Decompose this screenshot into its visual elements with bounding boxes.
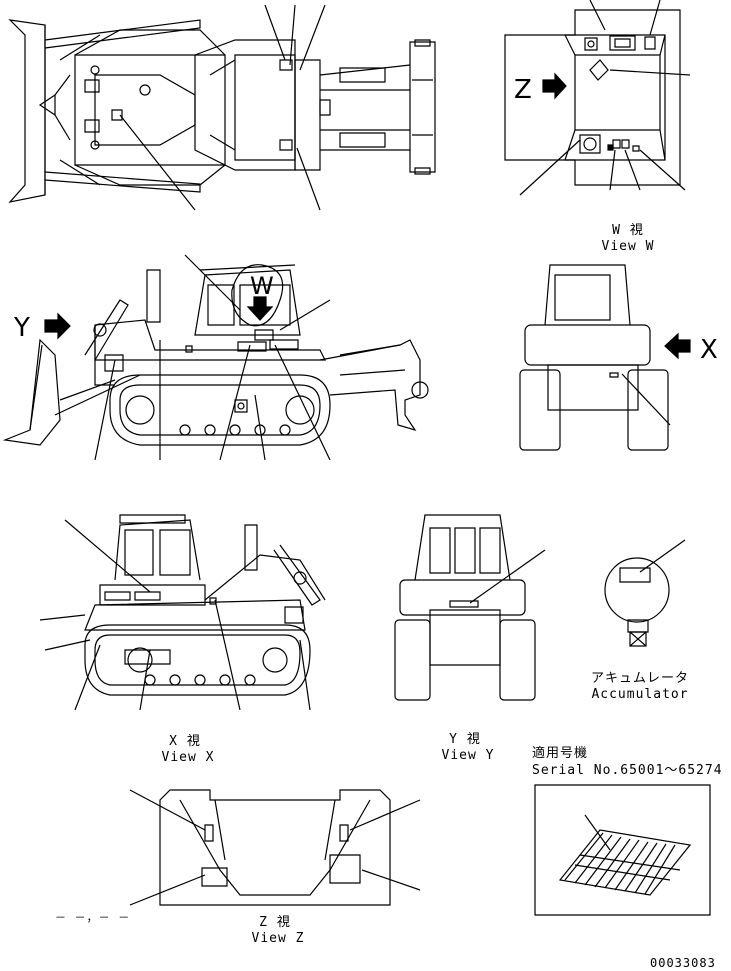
- view-z-en-label: View Z: [251, 931, 305, 946]
- accumulator-drawing: [605, 540, 685, 646]
- marker-y: Y: [13, 313, 30, 343]
- serial-plate-drawing: [535, 785, 710, 915]
- view-z-jp-label: Z 視: [259, 915, 291, 930]
- marker-x: X: [700, 335, 718, 365]
- view-w-panel: [505, 0, 690, 195]
- view-x-jp-label: X 視: [169, 734, 201, 749]
- serial-jp-label: 適用号機: [532, 746, 589, 761]
- marker-z: Z: [514, 75, 532, 105]
- view-w-jp-label: W 視: [612, 223, 644, 238]
- view-x-dozer: [40, 515, 325, 710]
- view-y-jp-label: Y 視: [449, 732, 481, 747]
- view-z-drawing: [130, 790, 420, 905]
- accumulator-jp-label: アキュムレータ: [590, 671, 689, 686]
- view-y-dozer: [395, 515, 545, 700]
- rear-view-dozer: [520, 265, 690, 450]
- side-view-dozer: [5, 255, 428, 460]
- accumulator-en-label: Accumulator: [591, 687, 689, 702]
- view-w-en-label: View W: [601, 239, 655, 254]
- top-view-dozer: [10, 5, 435, 210]
- view-x-en-label: View X: [161, 750, 215, 765]
- marker-w: W: [250, 272, 274, 300]
- view-z-dashes: － －，－ －: [55, 911, 131, 924]
- drawing-number: 00033083: [650, 956, 716, 970]
- serial-en-label: Serial No.65001～65274: [532, 763, 723, 778]
- view-y-en-label: View Y: [441, 748, 495, 763]
